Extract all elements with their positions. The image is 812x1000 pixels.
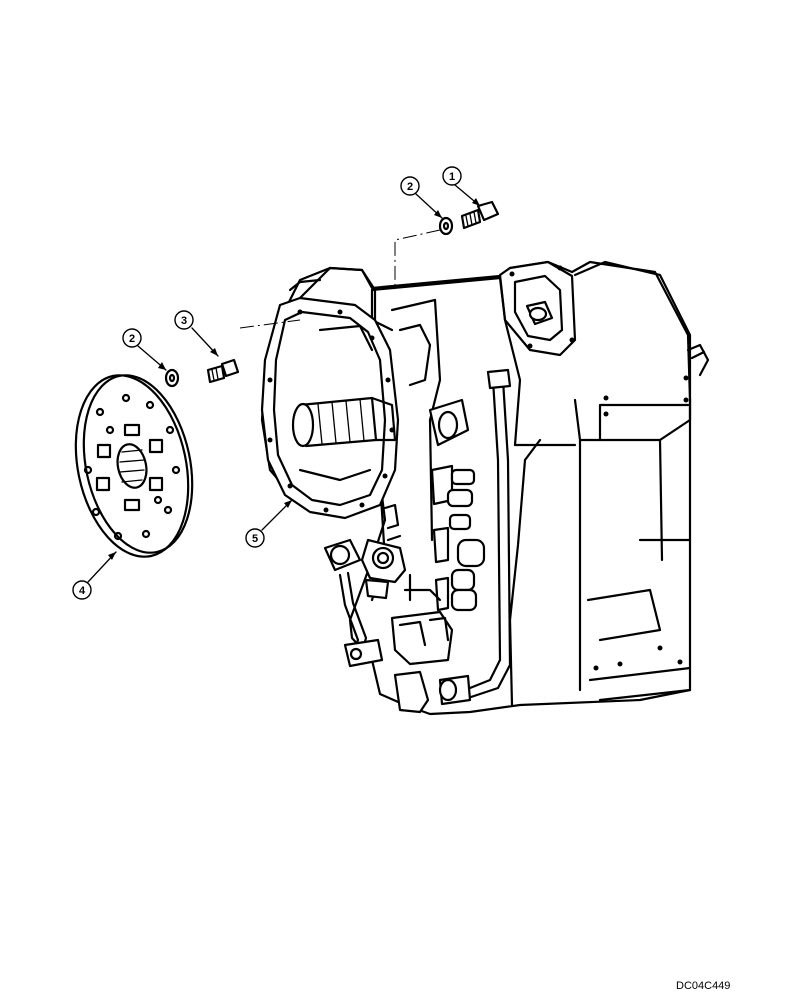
callout-2-left-label: 2 [129,333,135,345]
control-valve [360,538,407,600]
callout-2-left: 2 [122,328,167,371]
callout-3: 3 [174,310,219,357]
callout-1-label: 1 [449,171,455,183]
bolt-upper [460,200,500,230]
callout-2-upper: 2 [400,176,443,219]
callout-2-upper-label: 2 [407,181,413,193]
washer-left [164,368,180,388]
callout-5: 5 [245,499,293,548]
washer-upper [438,216,454,236]
transmission-housing [260,260,710,716]
callout-4: 4 [72,551,117,600]
input-shaft [291,396,397,448]
side-pipe [323,538,430,714]
bolt-left [206,358,240,384]
front-fittings [446,468,486,612]
hydraulic-pipe [438,368,512,706]
callout-3-label: 3 [181,315,187,327]
callout-4-label: 4 [79,585,86,597]
assembly-centerlines [239,229,441,329]
callout-5-label: 5 [252,533,258,545]
drawing-code: DC04C449 [676,980,731,992]
solenoid-fitting [390,610,454,666]
callout-1: 1 [442,166,481,207]
damper-plate [74,374,194,558]
